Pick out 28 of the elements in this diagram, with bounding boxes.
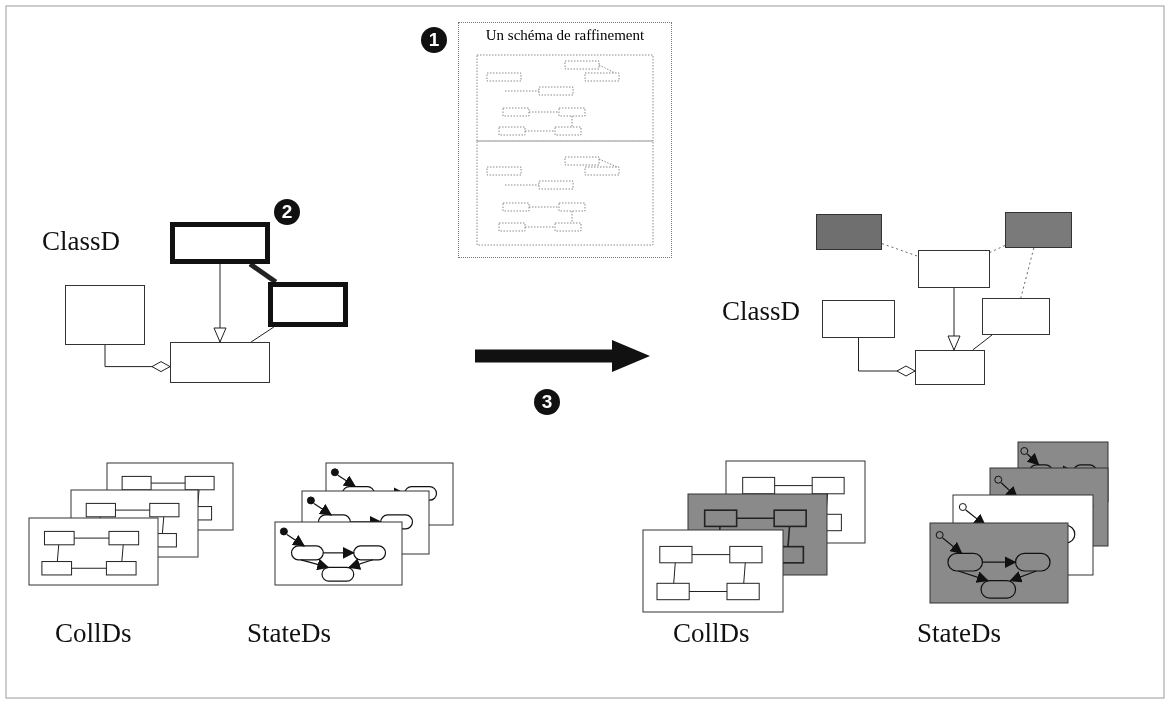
connector-arrow bbox=[947, 287, 961, 351]
class-box bbox=[915, 350, 985, 385]
class-box bbox=[982, 298, 1050, 335]
thumbnail-title: Un schéma de raffinement bbox=[484, 27, 646, 44]
callout-number: 3 bbox=[534, 389, 560, 415]
callout-number: 1 bbox=[421, 27, 447, 53]
thumbnail-card bbox=[458, 22, 672, 258]
diagram-caption: ClassD bbox=[42, 228, 120, 255]
class-box bbox=[65, 285, 145, 345]
connector-line bbox=[972, 334, 993, 351]
diagram-caption: CollDs bbox=[673, 620, 750, 647]
connector-line bbox=[881, 243, 919, 257]
class-box bbox=[918, 250, 990, 288]
class-box bbox=[822, 300, 895, 338]
class-box bbox=[268, 282, 348, 327]
class-box bbox=[170, 342, 270, 383]
class-box bbox=[1005, 212, 1072, 248]
connector-line bbox=[250, 326, 275, 343]
class-box bbox=[816, 214, 882, 250]
class-box bbox=[170, 222, 270, 264]
connector-line bbox=[989, 244, 1006, 253]
connector-line bbox=[1020, 247, 1035, 299]
diagram-caption: StateDs bbox=[247, 620, 331, 647]
diagram-caption: CollDs bbox=[55, 620, 132, 647]
callout-number: 2 bbox=[274, 199, 300, 225]
connector-arrow bbox=[213, 263, 227, 343]
diagram-caption: ClassD bbox=[722, 298, 800, 325]
diagram-caption: StateDs bbox=[917, 620, 1001, 647]
